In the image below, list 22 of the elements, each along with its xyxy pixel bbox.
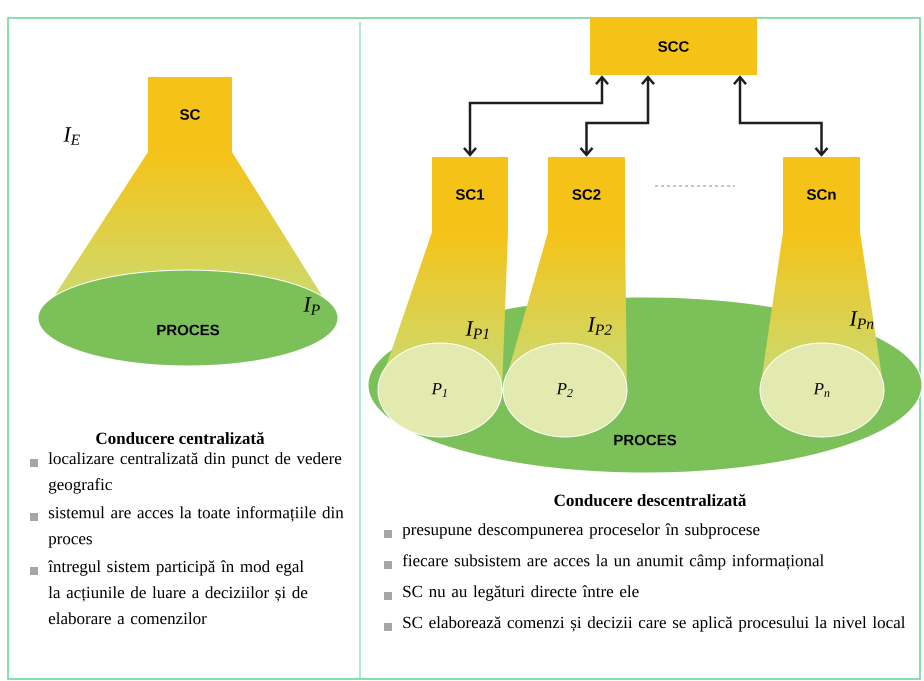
bullet-text: SC elaborează comenzi și decizii care se aplică procesului la nivel local [403,616,906,632]
arrow [733,75,828,157]
symbol-label: I$_{E}$ [63,127,80,145]
arrow [580,75,655,157]
node-label: SCn [806,189,836,200]
arrow [463,75,609,157]
controller-box: SC2 [548,157,625,232]
symbol-label: I$_{P1}$ [465,321,488,339]
section-heading: Conducere descentralizată [554,494,746,506]
controller-box: SC [148,77,232,152]
bullet-text: presupune descompunerea proceselor în subprocese [402,523,760,539]
controller-box: SCn [783,157,860,232]
bullet-text: SC nu au legături directe între ele [403,585,639,601]
bullet-text: fiecare subsistem are acces la un anumit câmp informațional [402,554,824,570]
controller-box: SCC [590,18,757,75]
node-label: SC2 [572,189,600,200]
node-label: SC1 [456,189,484,200]
bullet-text: întregul sistem participă în mod egal la acțiunile de luare a deciziilor și de elaborare a comenzilor [48,560,308,624]
section-heading: Conducere centralizată [96,432,264,444]
symbol-label: I$_{P}$ [303,297,320,315]
node-label: SC [180,109,200,120]
controller-box: SC1 [432,157,508,232]
